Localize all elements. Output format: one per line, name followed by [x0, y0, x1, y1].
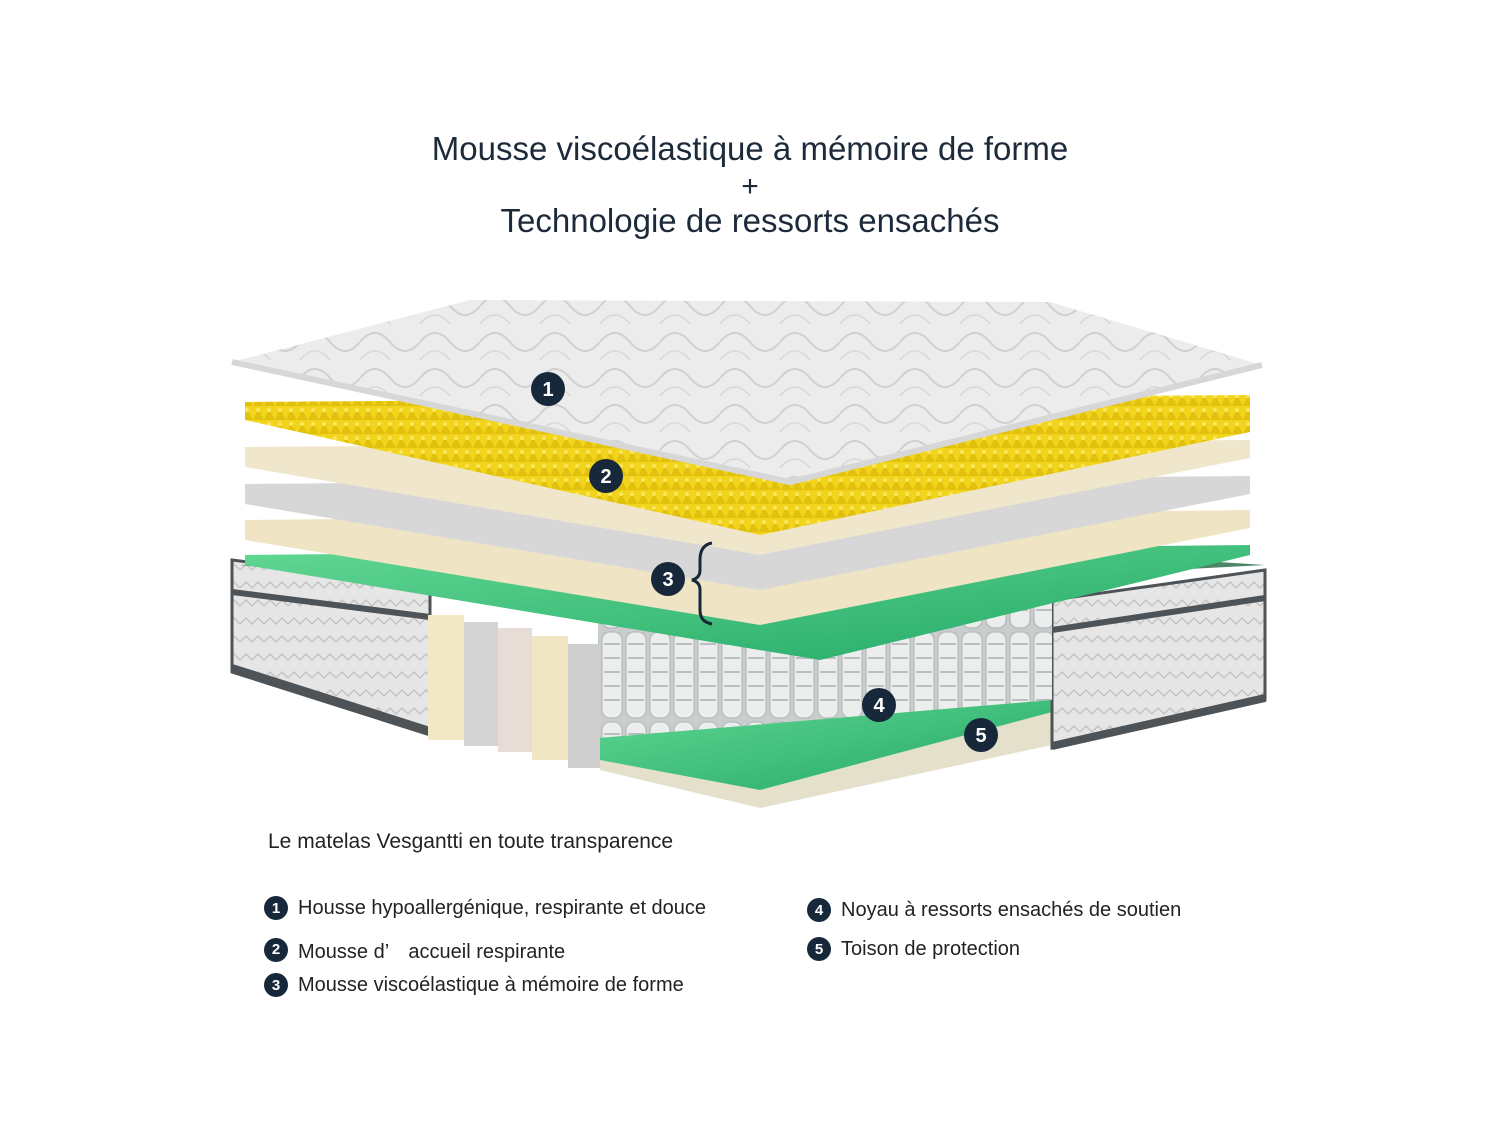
header-line-2: Technologie de ressorts ensachés	[500, 202, 1000, 239]
layer-3-bracket	[691, 541, 713, 626]
legend-item-5: 5 Toison de protection	[807, 937, 1020, 961]
legend-label-5: Toison de protection	[841, 937, 1021, 960]
badge-2: 2	[589, 459, 623, 493]
legend-number-3: 3	[264, 973, 288, 997]
legend-label-1: Housse hypoallergénique, respirante et d…	[298, 896, 707, 919]
legend-label-3: Mousse viscoélastique à mémoire de forme	[298, 973, 684, 996]
cross-section-cream-1	[428, 615, 464, 740]
cross-section-grey	[464, 622, 498, 746]
legend-item-1: 1 Housse hypoallergénique, respirante et…	[264, 896, 706, 920]
cross-section-cream-2	[532, 636, 568, 760]
header-line-1: Mousse viscoélastique à mémoire de forme	[431, 130, 1069, 167]
bottom-fleece-layer	[600, 695, 1052, 790]
cross-section-grey-2	[568, 644, 600, 768]
badge-5: 5	[964, 718, 998, 752]
badge-1: 1	[531, 372, 565, 406]
legend-label-4: Noyau à ressorts ensachés de soutien	[841, 898, 1182, 921]
header-plus: +	[741, 170, 759, 203]
legend-item-2: 2 Mousse d’ accueil respirante	[264, 935, 565, 964]
badge-4-label: 4	[873, 695, 885, 717]
legend-number-5: 5	[807, 937, 831, 961]
badge-3-label: 3	[662, 569, 673, 591]
badge-4: 4	[862, 688, 896, 722]
legend-item-4: 4 Noyau à ressorts ensachés de soutien	[807, 898, 1181, 922]
legend-number-1: 1	[264, 896, 288, 920]
quilted-cover-layer	[232, 300, 1262, 482]
legend-number-4: 4	[807, 898, 831, 922]
badge-1-label: 1	[542, 379, 553, 401]
legend-title: Le matelas Vesgantti en toute transparen…	[268, 830, 674, 853]
legend-number-2: 2	[264, 937, 288, 962]
cross-section-pink	[498, 628, 532, 752]
legend-item-3: 3 Mousse viscoélastique à mémoire de for…	[264, 973, 684, 997]
badge-3: 3	[651, 562, 685, 596]
badge-2-label: 2	[600, 466, 611, 488]
badge-5-label: 5	[975, 725, 986, 747]
legend-label-2: Mousse d’ accueil respirante	[298, 941, 566, 963]
